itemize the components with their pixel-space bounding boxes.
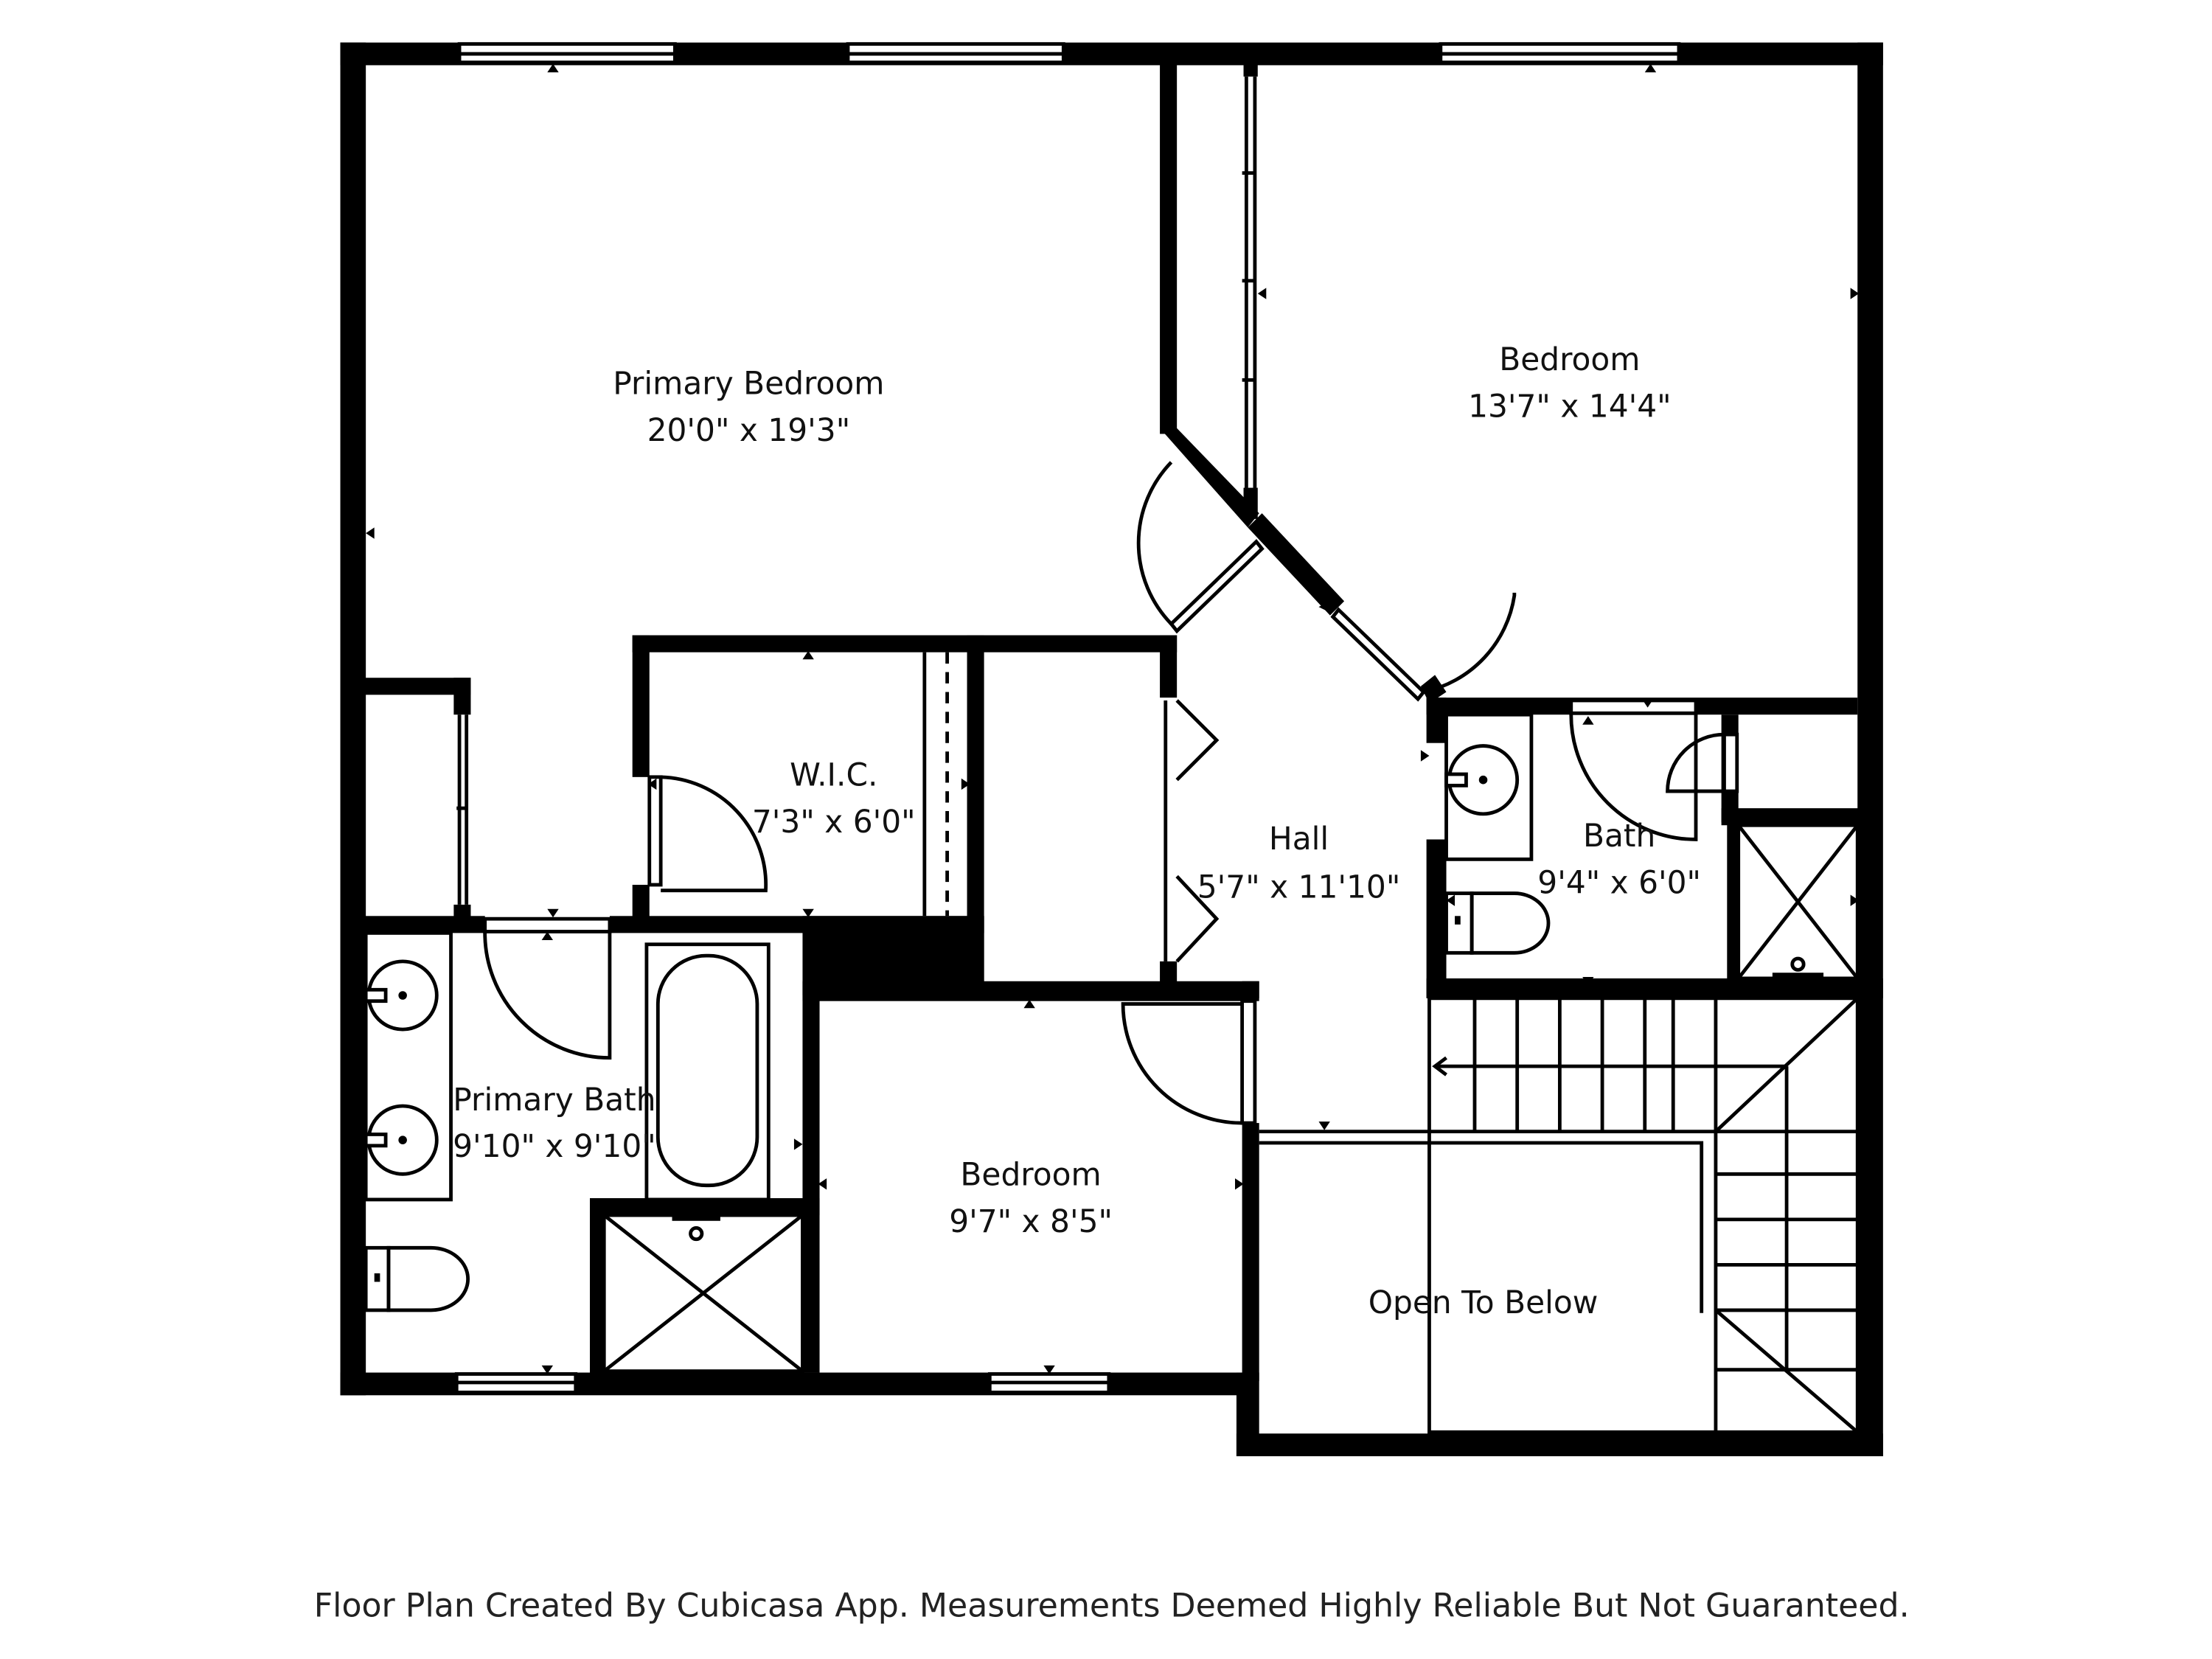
bath-dims: 9'4" x 6'0" bbox=[1537, 865, 1701, 901]
wic-dims: 7'3" x 6'0" bbox=[752, 804, 916, 840]
wic-name: W.I.C. bbox=[790, 757, 877, 793]
footer-note: Floor Plan Created By Cubicasa App. Meas… bbox=[314, 1587, 1910, 1624]
bath-name: Bath bbox=[1583, 818, 1655, 854]
primary-bath-name: Primary Bath bbox=[453, 1082, 655, 1118]
hall-dims: 5'7" x 11'10" bbox=[1197, 869, 1401, 905]
primary-bedroom-name: Primary Bedroom bbox=[613, 366, 884, 402]
bedroom-s-dims: 9'7" x 8'5" bbox=[949, 1203, 1113, 1239]
primary-bedroom-dims: 20'0" x 19'3" bbox=[647, 412, 851, 448]
windows bbox=[454, 42, 1681, 1394]
room-labels: Primary Bedroom 20'0" x 19'3" Bedroom 13… bbox=[453, 341, 1701, 1321]
open-to-below-label: Open To Below bbox=[1368, 1284, 1599, 1321]
fixtures bbox=[364, 712, 1860, 1374]
hall-name: Hall bbox=[1269, 821, 1329, 857]
doors bbox=[456, 76, 1739, 1125]
exterior-walls bbox=[340, 42, 1883, 1457]
bedroom-ne-name: Bedroom bbox=[1499, 341, 1640, 378]
primary-bath-dims: 9'10" x 9'10" bbox=[453, 1128, 656, 1164]
interior-walls bbox=[357, 62, 1883, 1382]
dimension-markers bbox=[366, 63, 1860, 1374]
stairs bbox=[1259, 996, 1860, 1434]
bedroom-s-name: Bedroom bbox=[960, 1157, 1101, 1193]
bedroom-ne-dims: 13'7" x 14'4" bbox=[1468, 388, 1672, 424]
